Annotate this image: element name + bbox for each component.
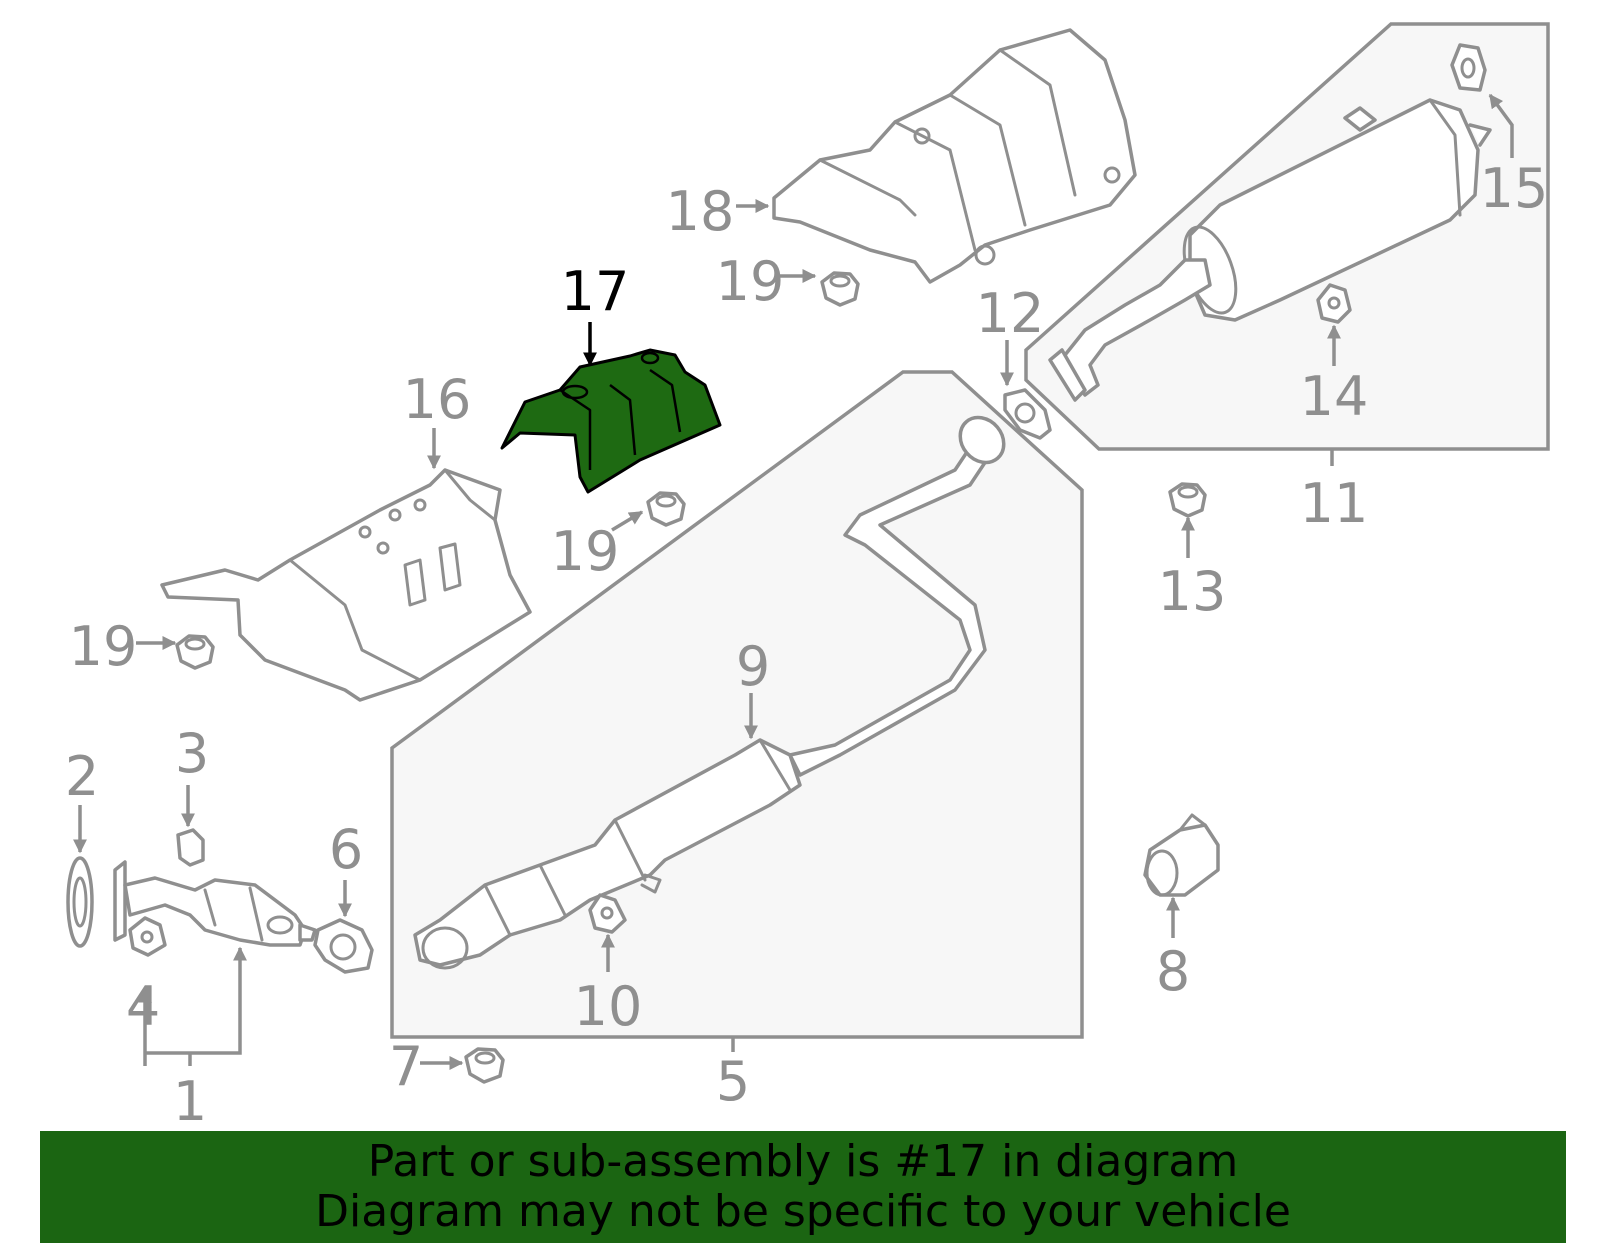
front-pipe-1[interactable] xyxy=(113,860,317,947)
gasket-2[interactable] xyxy=(66,856,94,948)
banner-line-1: Part or sub-assembly is #17 in diagram xyxy=(367,1136,1239,1187)
callout-12: 12 xyxy=(976,282,1045,345)
callout-1: 1 xyxy=(173,1070,207,1133)
callout-9: 9 xyxy=(736,635,770,698)
hanger-10[interactable] xyxy=(588,893,627,934)
callout-19-a: 19 xyxy=(716,250,785,313)
hanger-15[interactable] xyxy=(1450,43,1487,92)
callout-5: 5 xyxy=(716,1050,750,1113)
callout-8: 8 xyxy=(1156,940,1190,1003)
gasket-12[interactable] xyxy=(1003,388,1052,440)
resonator-pipe-9[interactable] xyxy=(413,409,1013,970)
callout-19-c: 19 xyxy=(69,615,138,678)
nut-3[interactable] xyxy=(176,828,205,867)
callout-15: 15 xyxy=(1480,157,1549,220)
callout-11: 11 xyxy=(1300,472,1369,535)
clamp-8[interactable] xyxy=(1143,813,1220,897)
nut-7[interactable] xyxy=(464,1047,505,1084)
nut-19-b[interactable] xyxy=(646,491,686,527)
nut-13[interactable] xyxy=(1168,482,1207,518)
callout-19-b: 19 xyxy=(551,520,620,583)
heat-shield-18[interactable] xyxy=(772,28,1137,284)
callout-7: 7 xyxy=(389,1035,423,1098)
callout-10: 10 xyxy=(574,975,643,1038)
callout-4: 4 xyxy=(126,975,160,1038)
mount-4[interactable] xyxy=(128,916,167,957)
callout-14: 14 xyxy=(1300,365,1369,428)
nut-19-c[interactable] xyxy=(175,634,215,670)
callout-2: 2 xyxy=(65,745,99,808)
info-banner: Part or sub-assembly is #17 in diagram D… xyxy=(40,1131,1566,1243)
heat-shield-16[interactable] xyxy=(160,468,532,702)
callout-16: 16 xyxy=(403,368,472,431)
banner-line-2: Diagram may not be specific to your vehi… xyxy=(315,1186,1291,1237)
callout-18-label: 18 xyxy=(666,180,735,243)
muffler-11[interactable] xyxy=(1048,98,1492,402)
leader-lines xyxy=(73,93,1514,1070)
nut-19-a[interactable] xyxy=(820,271,860,307)
gasket-6[interactable] xyxy=(313,918,374,974)
callout-13: 13 xyxy=(1158,560,1227,623)
callout-6: 6 xyxy=(329,818,363,881)
callout-17: 17 xyxy=(561,260,630,323)
callout-3: 3 xyxy=(175,722,209,785)
heat-shield-17-highlighted[interactable] xyxy=(500,348,722,494)
hanger-14[interactable] xyxy=(1316,283,1352,324)
